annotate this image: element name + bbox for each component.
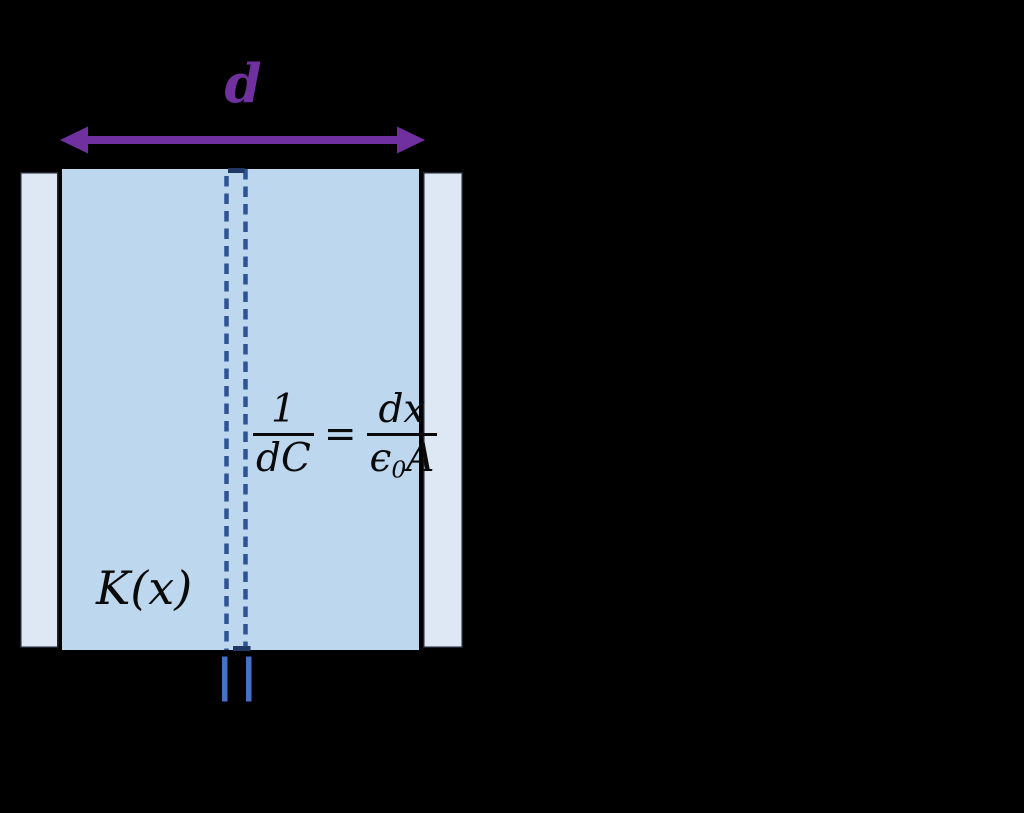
slice-lead-left — [222, 656, 228, 702]
equation-rhs-numerator: dx — [378, 387, 426, 432]
equation-lhs-fraction-bar — [253, 432, 314, 436]
right-capacitor-plate — [423, 172, 463, 648]
equation-lhs-numerator: 1 — [270, 387, 296, 432]
equation-lhs-fraction: 1 dC — [253, 388, 314, 480]
slice-lead-right — [246, 656, 252, 702]
dimension-arrowhead-left — [60, 126, 88, 154]
dielectric-function-label: K(x) — [96, 561, 193, 615]
area-symbol: A — [406, 435, 435, 481]
width-dimension-arrow — [60, 126, 425, 154]
equation-rhs-fraction-bar — [366, 432, 438, 436]
slice-lead-marks — [222, 656, 252, 702]
equation-rhs-denominator: ϵ0A — [367, 435, 438, 484]
dimension-arrowhead-right — [397, 126, 425, 154]
differential-capacitance-equation: 1 dC = dx ϵ0A — [253, 387, 438, 484]
equation-equals-sign: = — [323, 411, 357, 457]
dielectric-slab — [62, 169, 419, 650]
epsilon-subscript-zero: 0 — [391, 455, 407, 484]
dimension-label: d — [224, 53, 262, 115]
equation-lhs-denominator: dC — [256, 435, 311, 481]
left-capacitor-plate — [20, 172, 59, 648]
equation-rhs-fraction: dx ϵ0A — [366, 387, 438, 484]
epsilon-symbol: ϵ — [369, 435, 392, 481]
differential-slice-outline — [224, 168, 251, 651]
